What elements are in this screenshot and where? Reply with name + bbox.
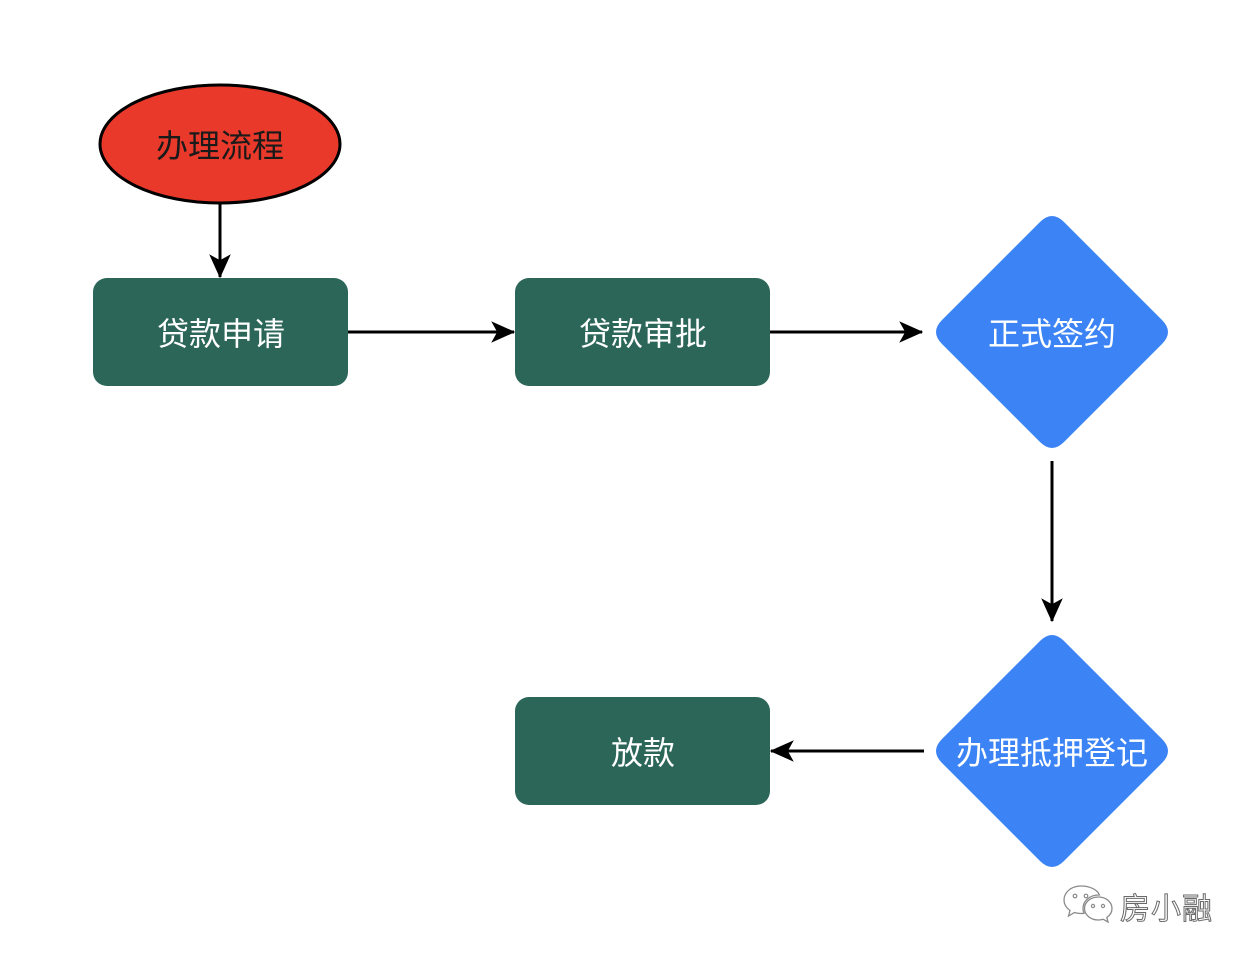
node-sign[interactable]: 正式签约 [936, 216, 1168, 448]
node-apply[interactable]: 贷款申请 [93, 278, 348, 386]
apply-box [93, 278, 348, 386]
wechat-icon [1062, 882, 1114, 930]
node-approve[interactable]: 贷款审批 [515, 278, 770, 386]
node-start-label: 办理流程 [156, 127, 284, 165]
disburse-box [515, 697, 770, 805]
watermark-text: 房小融 [1120, 892, 1213, 928]
node-disburse-label: 放款 [611, 734, 675, 772]
node-disburse[interactable]: 放款 [515, 697, 770, 805]
node-sign-label: 正式签约 [988, 315, 1116, 353]
mortgage-diamond [936, 635, 1168, 867]
node-mortgage-label: 办理抵押登记 [956, 734, 1148, 772]
sign-diamond [936, 216, 1168, 448]
start-ellipse [98, 83, 342, 205]
node-start[interactable]: 办理流程 [98, 83, 342, 205]
approve-box [515, 278, 770, 386]
node-approve-label: 贷款审批 [579, 315, 707, 353]
node-mortgage[interactable]: 办理抵押登记 [936, 635, 1168, 867]
node-apply-label: 贷款申请 [157, 315, 285, 353]
watermark: 房小融 [1062, 884, 1213, 928]
edges [209, 204, 1063, 762]
